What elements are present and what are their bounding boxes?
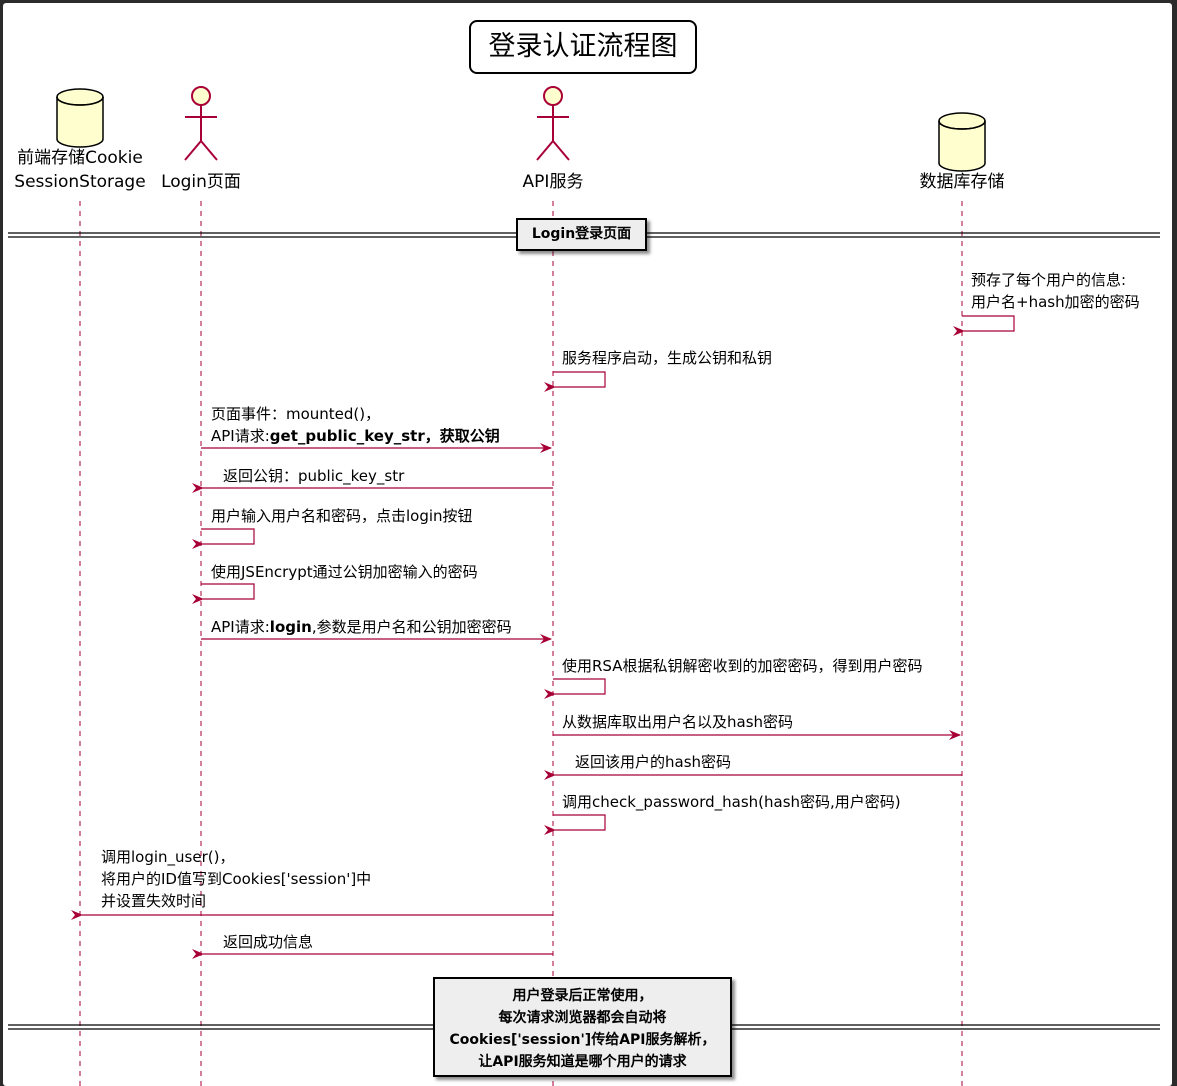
section-after-login-line1: 用户登录后正常使用， xyxy=(512,988,653,1004)
message-label: 预存了每个用户的信息: 用户名+hash加密的密码 xyxy=(971,269,1140,313)
message-label: 返回成功信息 xyxy=(223,933,314,951)
self-arrow xyxy=(544,814,606,835)
participant-api-label: API服务 xyxy=(522,172,584,192)
message-label: API请求:login,参数是用户名和公钥加密密码 xyxy=(211,616,512,638)
participant-storage-line2: SessionStorage xyxy=(14,172,146,192)
message-label: 从数据库取出用户名以及hash密码 xyxy=(562,713,794,731)
message-line: 页面事件：mounted()， xyxy=(211,405,381,423)
self-arrow xyxy=(544,371,606,392)
message-line: 调用login_user()， xyxy=(101,848,235,866)
message-label: 调用check_password_hash(hash密码,用户密码) xyxy=(562,793,901,811)
message-label: 用户输入用户名和密码，点击login按钮 xyxy=(211,507,473,525)
section-after-login-line4: 让API服务知道是哪个用户的请求 xyxy=(478,1054,687,1070)
section-login-page: Login登录页面 xyxy=(516,218,647,251)
participant-db-label: 数据库存储 xyxy=(919,172,1005,192)
sequence-diagram xyxy=(8,86,1160,1086)
message-label: 返回该用户的hash密码 xyxy=(575,753,732,771)
self-arrow xyxy=(192,583,255,604)
message-label: 使用RSA根据私钥解密收到的加密密码，得到用户密码 xyxy=(562,657,923,675)
actor-icon xyxy=(184,86,218,161)
message-text: API请求: xyxy=(211,618,270,636)
message-label: 页面事件：mounted()， API请求:get_public_key_str… xyxy=(211,403,500,447)
section-after-login-line2: 每次请求浏览器都会自动将 xyxy=(498,1010,667,1026)
message-line: 并设置失效时间 xyxy=(101,892,207,910)
section-after-login: 用户登录后正常使用， 每次请求浏览器都会自动将 Cookies['session… xyxy=(433,977,732,1077)
self-arrow xyxy=(544,678,606,699)
message-line: 用户名+hash加密的密码 xyxy=(971,293,1140,311)
participant-storage-label: 前端存储Cookie SessionStorage xyxy=(7,146,153,194)
message-line: 预存了每个用户的信息: xyxy=(971,271,1127,289)
section-after-login-line3: Cookies['session']传给API服务解析， xyxy=(449,1032,716,1048)
diagram-title: 登录认证流程图 xyxy=(469,20,697,74)
message-label: 使用JSEncrypt通过公钥加密输入的密码 xyxy=(211,563,478,581)
message-label: 调用login_user()， 将用户的ID值写到Cookies['sessio… xyxy=(101,846,371,912)
message-label: 返回公钥：public_key_str xyxy=(223,467,405,485)
message-line: API请求:get_public_key_str，获取公钥 xyxy=(211,425,500,447)
message-text: API请求: xyxy=(211,427,270,445)
self-arrow xyxy=(192,528,255,549)
database-icon xyxy=(56,88,104,148)
self-arrow xyxy=(953,315,1015,336)
message-bold-text: get_public_key_str，获取公钥 xyxy=(269,427,500,445)
message-text: ,参数是用户名和公钥加密密码 xyxy=(311,618,512,636)
message-bold-text: login xyxy=(269,618,312,636)
diagram-canvas: 登录认证流程图 前端存储Cookie SessionStorage Login页… xyxy=(3,3,1172,1086)
actor-icon xyxy=(536,86,570,161)
participant-login-label: Login页面 xyxy=(161,172,241,192)
message-label: 服务程序启动，生成公钥和私钥 xyxy=(562,349,773,367)
database-icon xyxy=(938,112,986,172)
participant-storage-line1: 前端存储Cookie xyxy=(17,148,143,168)
message-line: 将用户的ID值写到Cookies['session']中 xyxy=(101,870,372,888)
